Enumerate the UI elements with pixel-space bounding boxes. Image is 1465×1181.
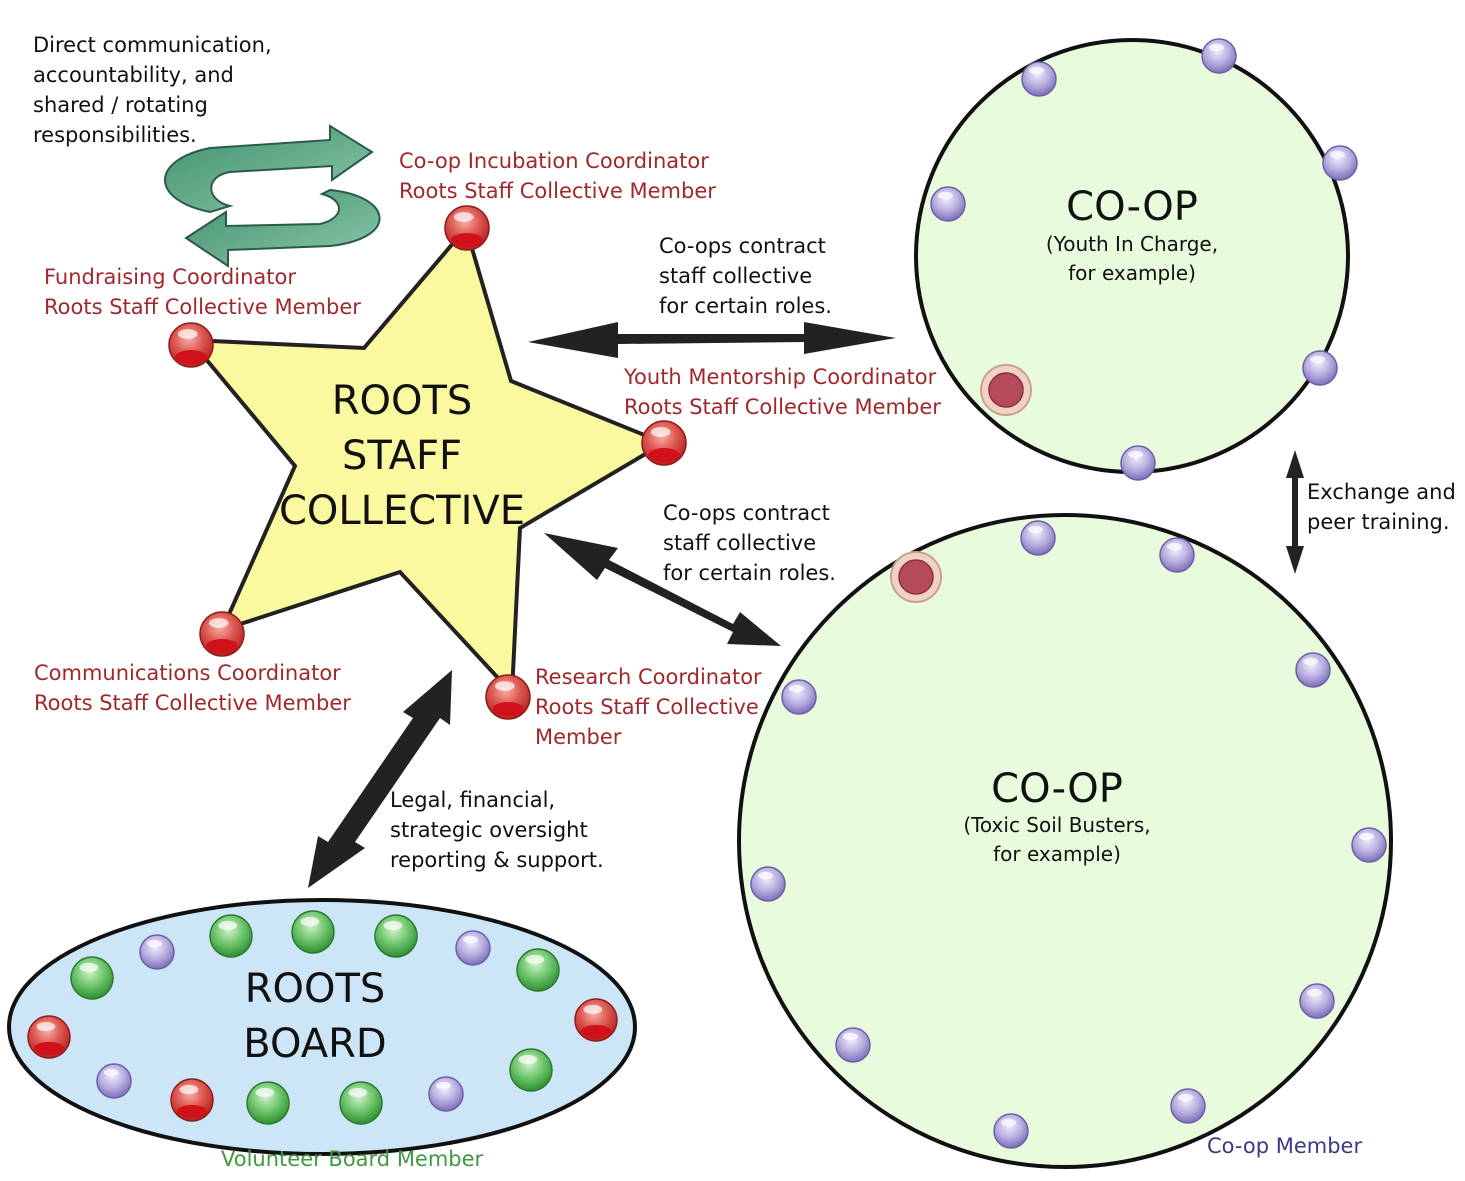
coop-top-circle [914, 38, 1350, 474]
coop-member-dot [781, 679, 817, 715]
arrow-staff-coop-top [528, 322, 896, 358]
coop-member-dot [1201, 38, 1237, 74]
arrow-staff-coop-bottom [544, 533, 781, 646]
exchange-label: Exchange and [1307, 480, 1456, 504]
staff-in-coop-dot [898, 559, 934, 595]
coop-member-dot [1020, 520, 1056, 556]
role-bottom-left-sub: Roots Staff Collective Member [34, 691, 351, 715]
coop-member-dot [455, 930, 491, 966]
board-member-dot [509, 1048, 553, 1092]
coop-member-dot [1120, 445, 1156, 481]
top-note: Direct communication, accountability, an… [33, 33, 272, 147]
coop-bottom-text: CO-OP (Toxic Soil Busters, for example) [963, 766, 1150, 866]
coop-member-dot [96, 1063, 132, 1099]
note-line: Direct communication, [33, 33, 272, 57]
role-top-sub: Roots Staff Collective Member [399, 179, 716, 203]
title-line: STAFF [342, 433, 462, 479]
board-member-dot [516, 948, 560, 992]
coop-top-link-label: Co-ops contract [659, 234, 826, 258]
board-member-dot [291, 910, 335, 954]
board-link-label: strategic oversight [390, 818, 588, 842]
coop-member-dot [930, 186, 966, 222]
coop-member-dot [1159, 537, 1195, 573]
staff-collective-title: ROOTS STAFF COLLECTIVE [279, 378, 525, 534]
role-right-sub: Roots Staff Collective Member [624, 395, 941, 419]
role-top-title: Co-op Incubation Coordinator [399, 149, 709, 173]
role-left-sub: Roots Staff Collective Member [44, 295, 361, 319]
coop-bottom-link-label: Co-ops contract [663, 501, 830, 525]
coop-member-dot [1295, 652, 1331, 688]
board-member-dot [339, 1081, 383, 1125]
role-bottom-right-sub: Roots Staff Collective [535, 695, 759, 719]
staff-collective-star [185, 223, 669, 698]
cycle-arrows-icon [164, 124, 381, 268]
role-left-title: Fundraising Coordinator [44, 265, 296, 289]
member-dots [27, 38, 1387, 1149]
board-title-line: ROOTS [245, 966, 386, 1012]
note-line: responsibilities. [33, 123, 197, 147]
arrow-staff-board [308, 670, 452, 888]
coop-bottom-link-label: staff collective [663, 531, 816, 555]
coop-bottom-subtitle: for example) [993, 842, 1121, 866]
coop-top-link-label: for certain roles. [659, 294, 832, 318]
staff-member-dot [199, 611, 245, 657]
board-title: ROOTS BOARD [243, 966, 386, 1067]
staff-member-dot [641, 420, 687, 466]
coop-member-dot [835, 1027, 871, 1063]
coop-member-dot [1170, 1088, 1206, 1124]
coop-top-subtitle: for example) [1068, 261, 1196, 285]
staff-member-dot [574, 998, 618, 1042]
coop-member-dot [428, 1076, 464, 1112]
staff-in-coop-dot [988, 372, 1024, 408]
coop-member-dot [1021, 61, 1057, 97]
arrow-exchange [1286, 450, 1304, 574]
staff-member-dot [485, 674, 531, 720]
coop-member-dot [1351, 827, 1387, 863]
role-right-title: Youth Mentorship Coordinator [623, 365, 937, 389]
coop-bottom-link-label: for certain roles. [663, 561, 836, 585]
coop-top-title: CO-OP [1066, 184, 1198, 230]
board-member-dot [374, 914, 418, 958]
legend-board-member: Volunteer Board Member [221, 1147, 484, 1171]
board-title-line: BOARD [243, 1021, 386, 1067]
board-link-label: reporting & support. [390, 848, 604, 872]
note-line: accountability, and [33, 63, 234, 87]
staff-member-dot [444, 205, 490, 251]
role-bottom-right-title: Research Coordinator [535, 665, 762, 689]
note-line: shared / rotating [33, 93, 208, 117]
title-line: ROOTS [332, 378, 473, 424]
board-link-label: Legal, financial, [390, 788, 555, 812]
coop-bottom-title: CO-OP [991, 766, 1123, 812]
staff-member-dot [170, 1078, 214, 1122]
legend: Volunteer Board Member Co-op Member [221, 1134, 1362, 1171]
role-bottom-right-sub: Member [535, 725, 622, 749]
exchange-label: peer training. [1307, 510, 1450, 534]
coop-member-dot [1299, 983, 1335, 1019]
coop-member-dot [993, 1113, 1029, 1149]
staff-member-dot [168, 322, 214, 368]
staff-member-dot [27, 1015, 71, 1059]
coop-member-dot [1322, 145, 1358, 181]
role-bottom-left-title: Communications Coordinator [34, 661, 341, 685]
board-member-dot [246, 1081, 290, 1125]
coop-member-dot [1302, 350, 1338, 386]
coop-member-dot [750, 866, 786, 902]
coop-top-text: CO-OP (Youth In Charge, for example) [1046, 184, 1218, 285]
coop-bottom-circle [737, 513, 1393, 1169]
arrow-labels: Co-ops contract staff collective for cer… [390, 234, 1456, 872]
coop-member-dot [139, 934, 175, 970]
role-labels: Co-op Incubation Coordinator Roots Staff… [34, 149, 941, 749]
title-line: COLLECTIVE [279, 488, 525, 534]
board-member-dot [209, 914, 253, 958]
coop-top-subtitle: (Youth In Charge, [1046, 232, 1218, 256]
coop-bottom-subtitle: (Toxic Soil Busters, [963, 813, 1150, 837]
board-member-dot [70, 956, 114, 1000]
legend-coop-member: Co-op Member [1207, 1134, 1362, 1158]
coop-top-link-label: staff collective [659, 264, 812, 288]
